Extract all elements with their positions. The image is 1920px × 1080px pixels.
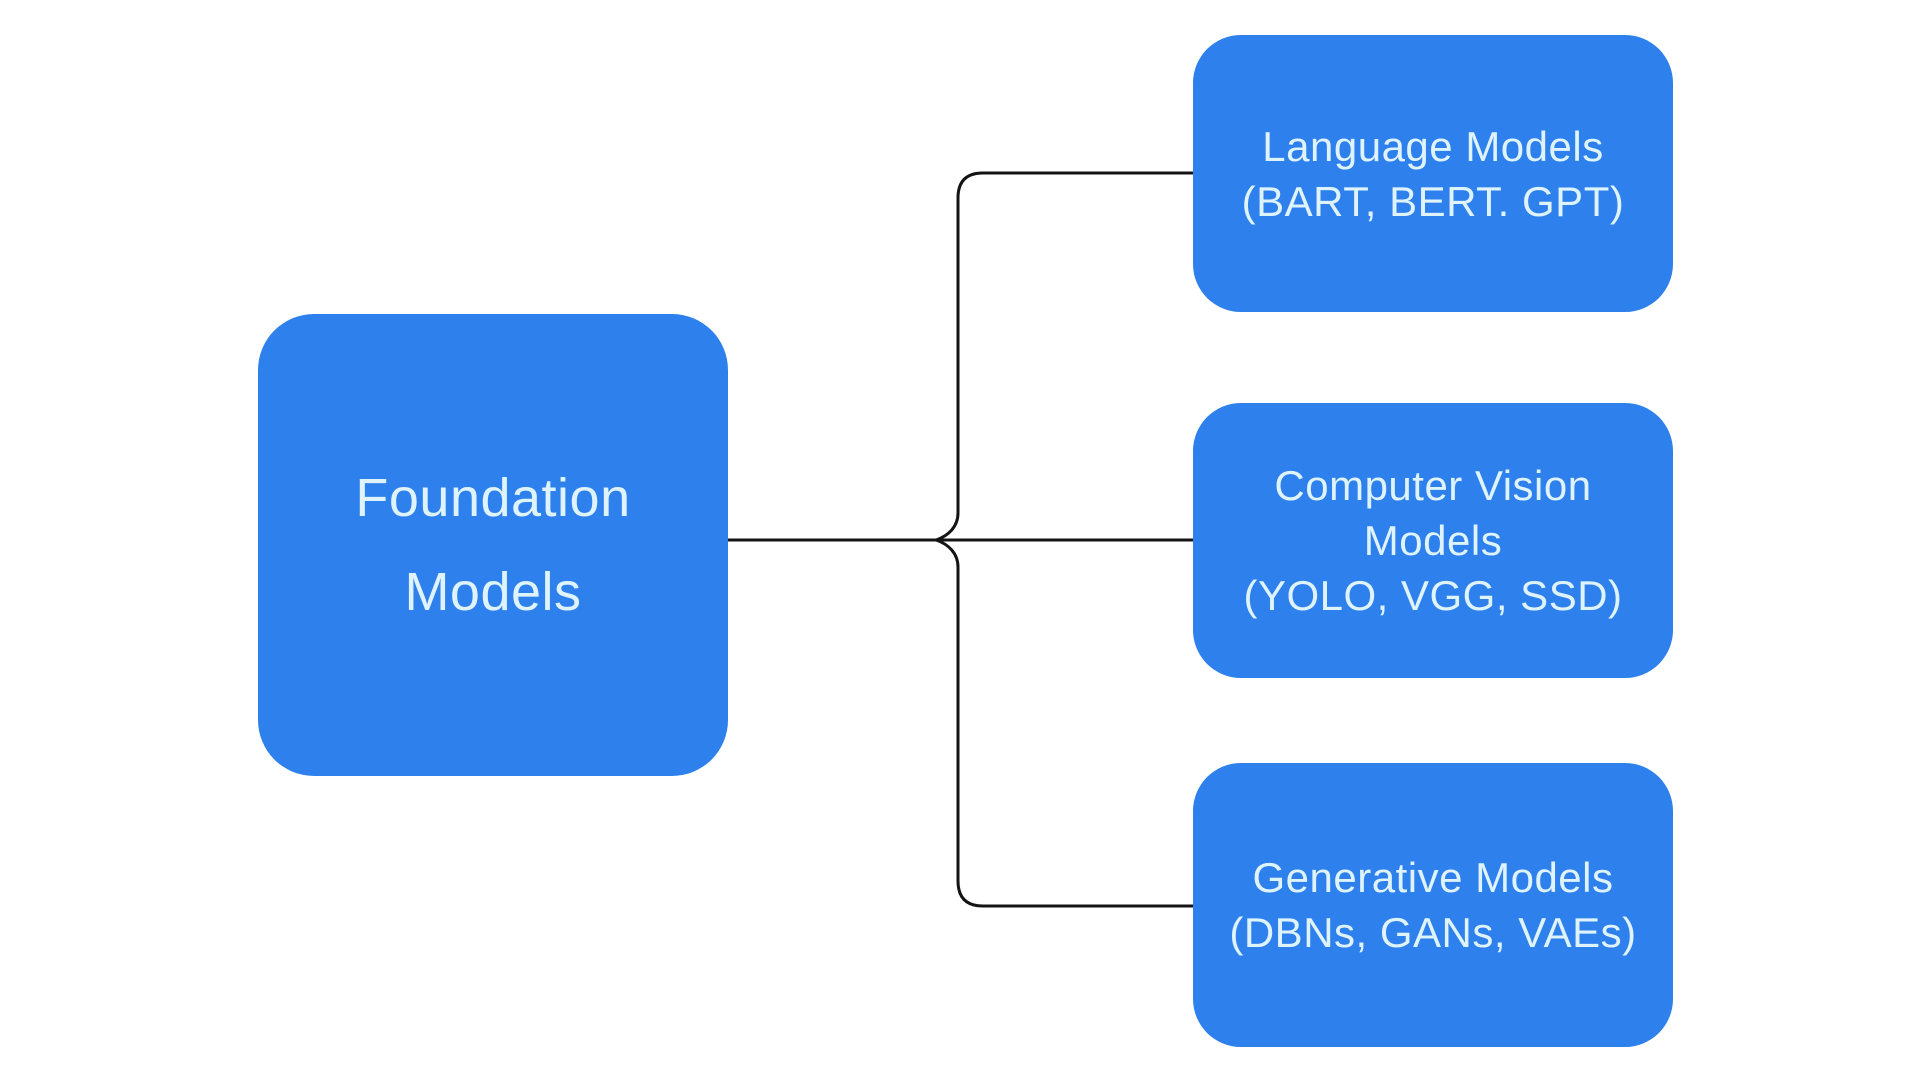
- node-computer-vision-models[interactable]: Computer Vision Models (YOLO, VGG, SSD): [1193, 403, 1673, 678]
- node-computer-vision-models-label: Computer Vision Models: [1274, 462, 1592, 564]
- node-language-models-label: Language Models: [1262, 122, 1604, 170]
- node-generative-models[interactable]: Generative Models (DBNs, GANs, VAEs): [1193, 763, 1673, 1047]
- node-computer-vision-models-examples: (YOLO, VGG, SSD): [1243, 572, 1623, 619]
- node-language-models-examples: (BART, BERT. GPT): [1241, 177, 1625, 225]
- node-generative-models-label: Generative Models: [1252, 854, 1614, 901]
- node-foundation-models[interactable]: Foundation Models: [258, 314, 728, 776]
- node-generative-models-examples: (DBNs, GANs, VAEs): [1229, 909, 1637, 956]
- connector-root-to-generative-models: [934, 538, 1202, 908]
- node-foundation-models-label: Foundation Models: [355, 468, 631, 622]
- connector-root-to-language-models: [934, 171, 1202, 542]
- node-language-models[interactable]: Language Models (BART, BERT. GPT): [1193, 35, 1673, 312]
